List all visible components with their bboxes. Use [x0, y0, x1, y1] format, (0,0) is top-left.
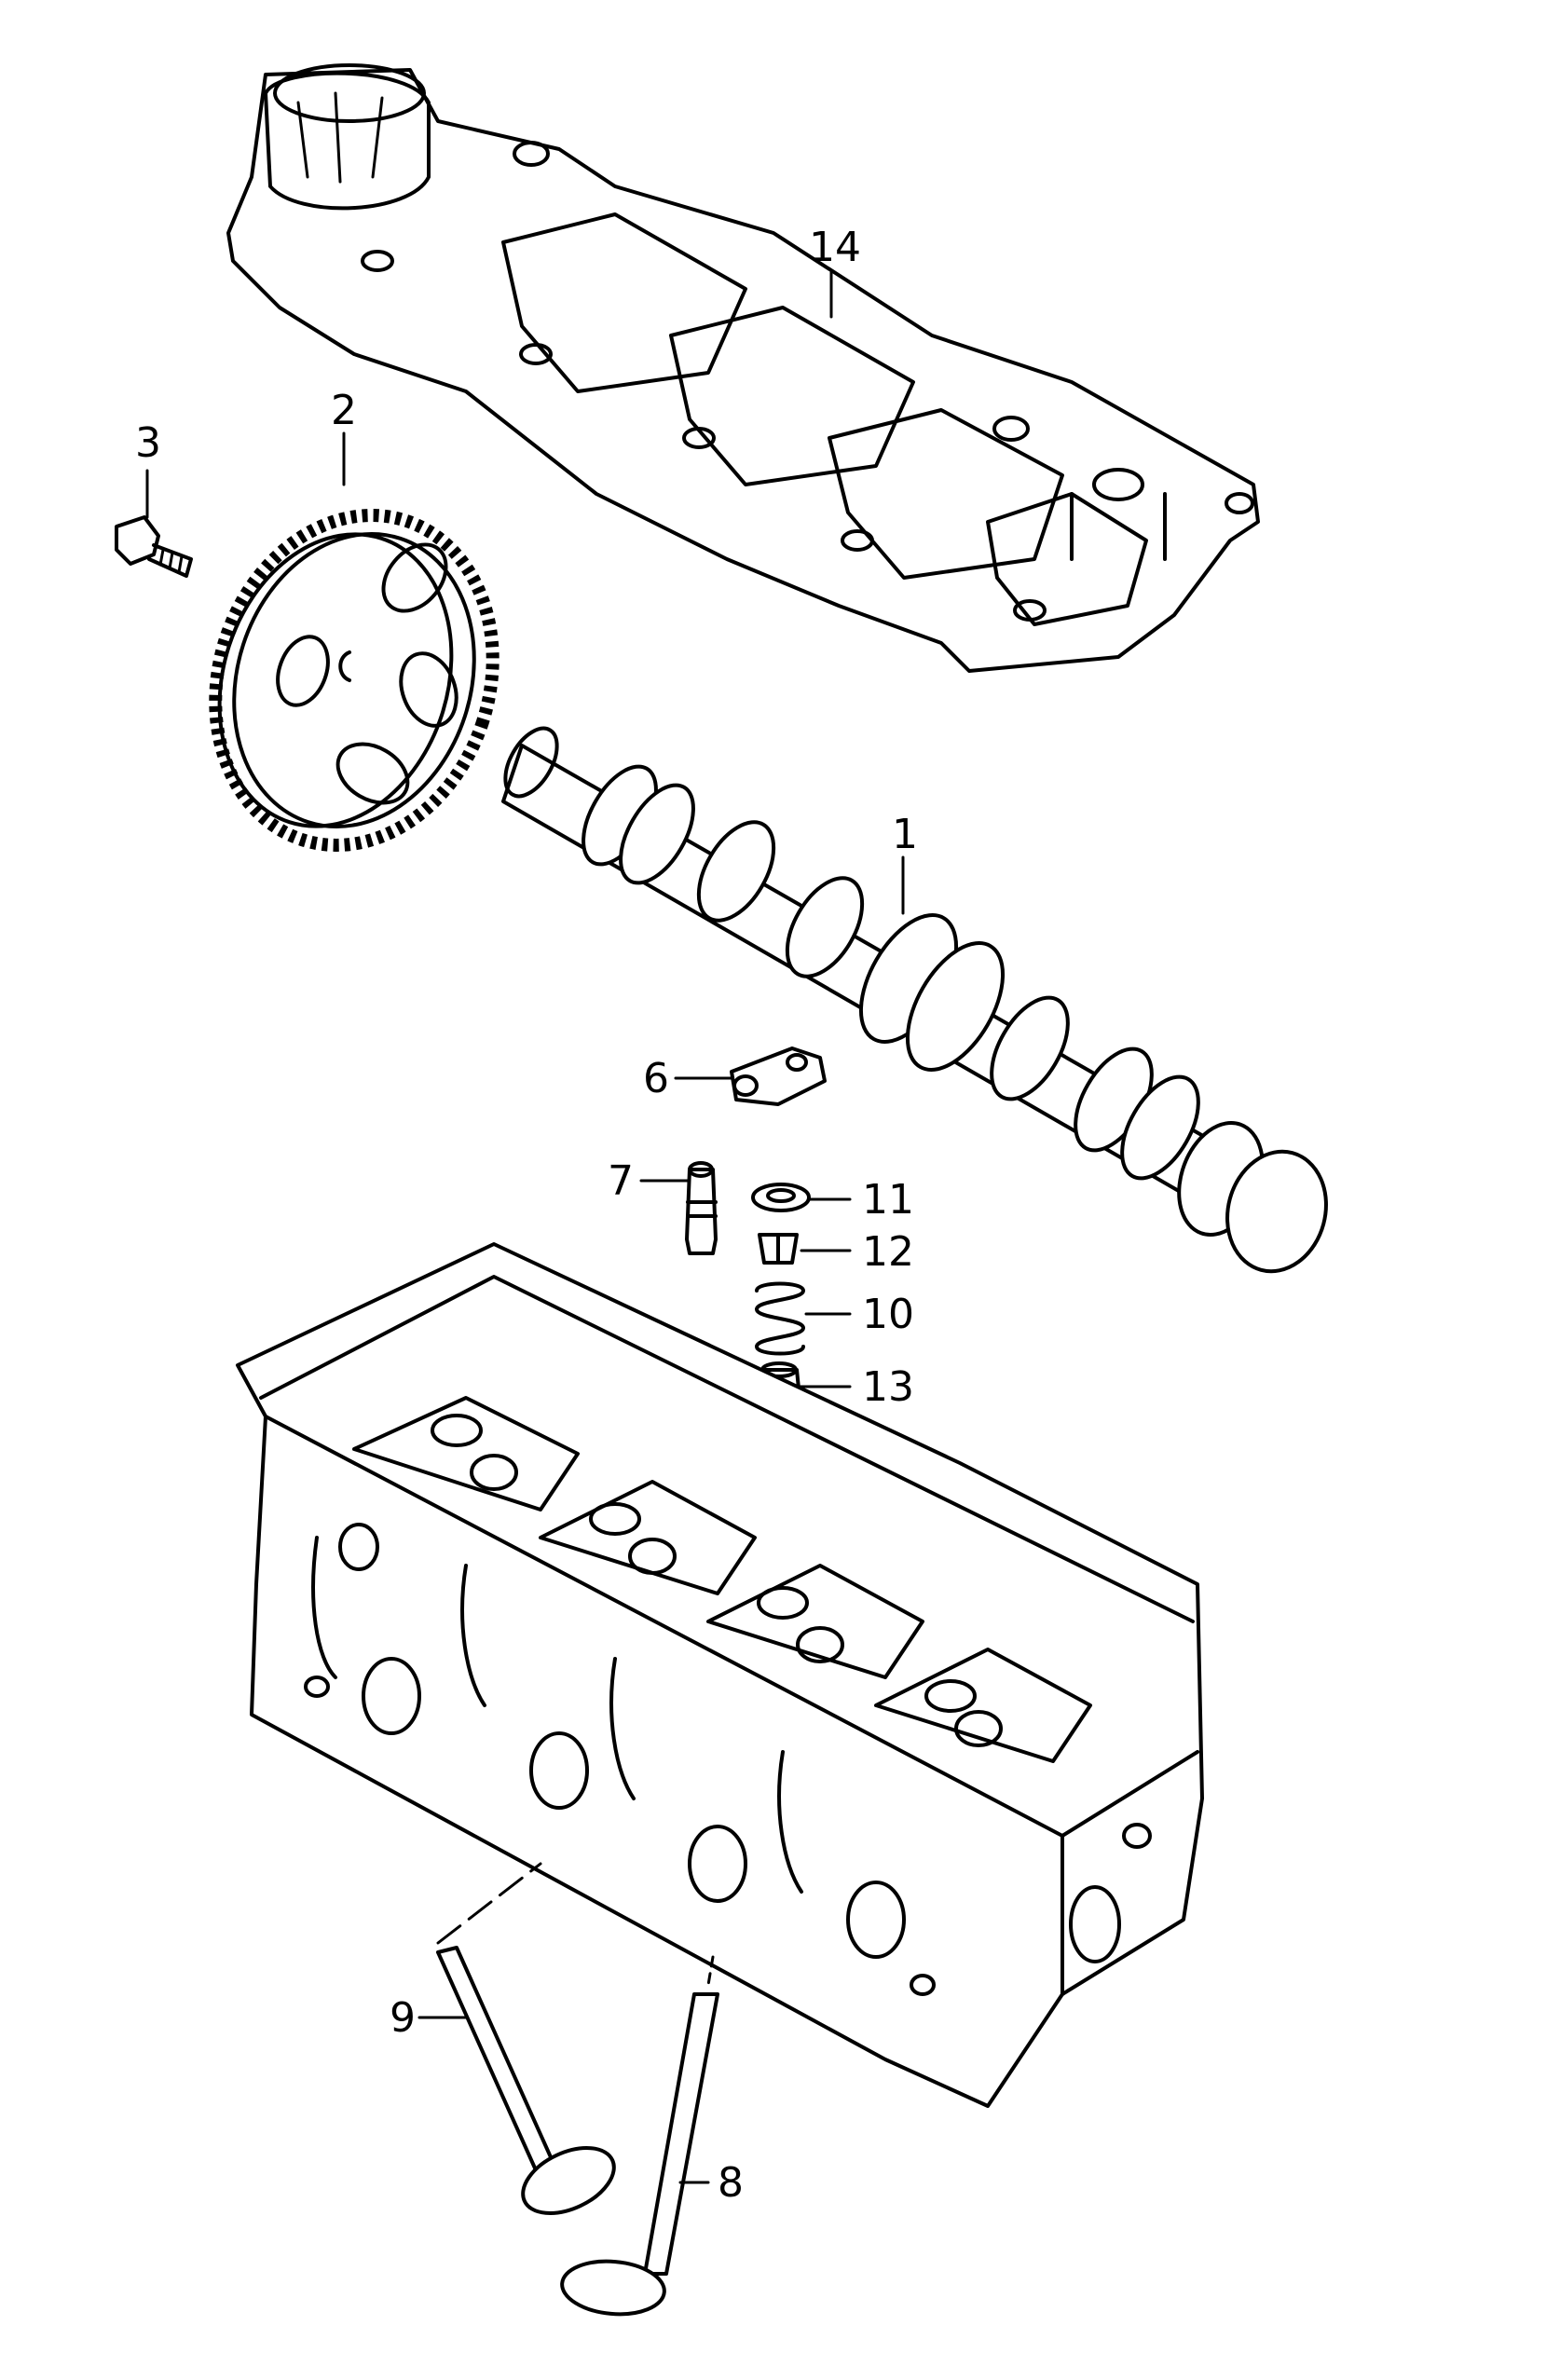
callout-12: 12: [862, 1228, 914, 1276]
callout-10: 10: [862, 1291, 914, 1338]
sprocket-bolt[interactable]: [115, 515, 193, 578]
cylinder-head: [236, 1242, 1204, 2108]
callout-1: 1: [892, 811, 918, 858]
hydraulic-lifter[interactable]: [685, 1161, 718, 1255]
exhaust-valve[interactable]: [560, 1955, 719, 2318]
callout-14: 14: [809, 224, 861, 271]
callout-7: 7: [608, 1157, 634, 1205]
callout-2: 2: [331, 387, 357, 434]
callout-11: 11: [862, 1176, 914, 1224]
callout-6: 6: [643, 1055, 669, 1102]
callout-9: 9: [390, 1994, 416, 2042]
callout-8: 8: [718, 2159, 744, 2207]
intake-valve[interactable]: [436, 1862, 624, 2226]
callout-3: 3: [135, 419, 161, 467]
callout-13: 13: [862, 1363, 914, 1411]
cylinder-head-cover[interactable]: [226, 63, 1260, 673]
valve-spring[interactable]: [755, 1281, 805, 1356]
valve-cotters[interactable]: [758, 1233, 799, 1265]
roller-rocker-finger[interactable]: [730, 1046, 827, 1106]
callout-leader-lines: [145, 268, 905, 2184]
valve-spring-retainer[interactable]: [751, 1183, 811, 1212]
camshaft-sprocket[interactable]: [173, 479, 534, 882]
camshaft[interactable]: [495, 719, 1339, 1282]
